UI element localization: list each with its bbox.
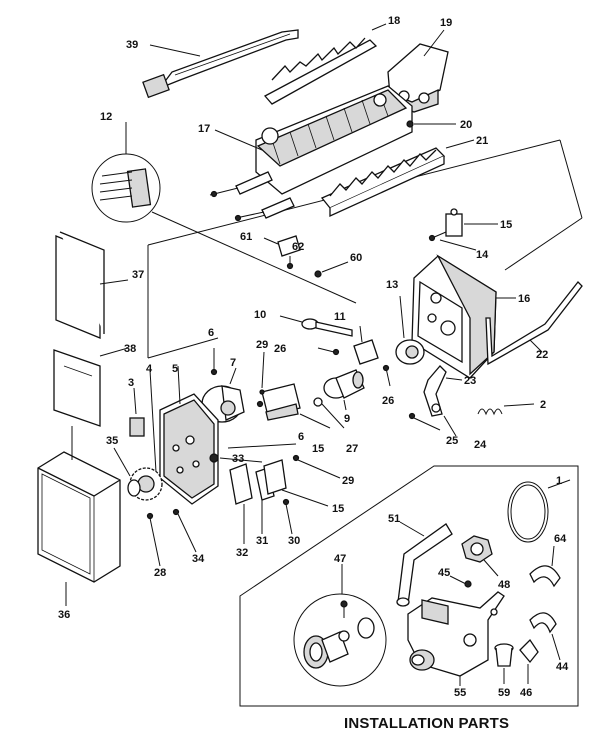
part-5-plate <box>159 365 219 505</box>
label-part-45: 45 <box>438 567 450 579</box>
label-part-5: 5 <box>172 363 178 375</box>
part-23-24-lever <box>408 365 463 437</box>
label-part-62: 62 <box>292 241 304 253</box>
part-64-clamp <box>529 545 561 588</box>
label-part-17: 17 <box>198 123 210 135</box>
label-part-61: 61 <box>240 231 252 243</box>
part-37-manual <box>55 231 129 339</box>
label-part-22: 22 <box>536 349 548 361</box>
label-part-10: 10 <box>254 309 266 321</box>
part-48-nut <box>461 535 499 577</box>
part-55-valve <box>407 591 505 686</box>
part-7-motor-gear <box>201 348 245 423</box>
part-61-bracket <box>263 235 301 270</box>
label-part-21: 21 <box>476 135 488 147</box>
part-2-spring <box>477 403 535 416</box>
label-part-6-top: 6 <box>208 327 214 339</box>
label-part-16: 16 <box>518 293 530 305</box>
label-part-44: 44 <box>556 661 569 673</box>
label-part-14: 14 <box>476 249 489 261</box>
part-3-4-insulator <box>129 369 157 473</box>
label-part-48: 48 <box>498 579 510 591</box>
label-part-55: 55 <box>454 687 466 699</box>
part-26-screws <box>317 347 391 387</box>
part-47-valve-inset <box>293 564 387 687</box>
part-20-screw <box>406 120 456 128</box>
part-60-screw <box>314 261 349 278</box>
part-12-connector <box>91 122 161 223</box>
label-part-2: 2 <box>540 399 546 411</box>
part-9-cam <box>323 369 365 411</box>
label-part-12: 12 <box>100 111 112 123</box>
label-part-59: 59 <box>498 687 510 699</box>
installation-parts-frame <box>239 465 579 707</box>
part-46-clamp <box>519 638 539 684</box>
part-18-ejector <box>263 23 387 105</box>
label-part-20: 20 <box>460 119 472 131</box>
label-part-34: 34 <box>192 553 205 565</box>
label-part-38: 38 <box>124 343 136 355</box>
label-part-11: 11 <box>334 311 346 323</box>
label-part-3: 3 <box>128 377 134 389</box>
label-part-32: 32 <box>236 547 248 559</box>
label-part-24: 24 <box>474 439 487 451</box>
label-part-18: 18 <box>388 15 400 27</box>
part-45-screw <box>449 575 472 588</box>
part-number-labels: 18 19 39 12 20 17 21 15 61 62 14 60 37 1… <box>58 15 569 699</box>
part-19-cover <box>387 29 449 113</box>
part-10-11-levers <box>279 315 379 365</box>
label-part-15-mid: 15 <box>312 443 324 455</box>
part-59-fitting <box>494 643 514 684</box>
label-part-29-top: 29 <box>256 339 268 351</box>
label-part-35: 35 <box>106 435 118 447</box>
label-part-26-left: 26 <box>274 343 286 355</box>
label-part-7: 7 <box>230 357 236 369</box>
label-part-29-bottom: 29 <box>342 475 354 487</box>
label-part-33: 33 <box>232 453 244 465</box>
label-part-46: 46 <box>520 687 532 699</box>
label-part-23: 23 <box>464 375 476 387</box>
label-part-13: 13 <box>386 279 398 291</box>
label-part-30: 30 <box>288 535 300 547</box>
part-13-motor <box>395 295 425 365</box>
label-part-39: 39 <box>126 39 138 51</box>
label-part-64: 64 <box>554 533 567 545</box>
label-part-25: 25 <box>446 435 458 447</box>
installation-parts-caption: INSTALLATION PARTS <box>344 715 509 732</box>
label-part-6-mid: 6 <box>298 431 304 443</box>
part-38-sheet <box>53 347 129 427</box>
label-part-15-top: 15 <box>500 219 512 231</box>
part-16-housing <box>411 254 516 379</box>
part-51-hose <box>396 521 453 607</box>
part-22-arm <box>485 281 583 366</box>
label-part-36: 36 <box>58 609 70 621</box>
part-1-tubing <box>507 479 571 543</box>
assembly-outline-lines <box>147 139 583 359</box>
label-part-37: 37 <box>132 269 144 281</box>
part-39-harness <box>142 29 299 99</box>
label-part-1: 1 <box>556 475 562 487</box>
part-21-stripper <box>320 139 475 218</box>
part-27-switch <box>256 351 345 429</box>
part-44-clamp <box>529 612 561 661</box>
label-part-47: 47 <box>334 553 346 565</box>
label-part-9: 9 <box>344 413 350 425</box>
label-part-31: 31 <box>256 535 268 547</box>
label-part-15-bottom: 15 <box>332 503 344 515</box>
label-part-28: 28 <box>154 567 166 579</box>
label-part-27: 27 <box>346 443 358 455</box>
label-part-19: 19 <box>440 17 452 29</box>
label-part-4: 4 <box>146 363 153 375</box>
part-17-mold <box>209 85 413 222</box>
part-28-34-screws <box>146 508 197 567</box>
part-36-box <box>37 426 121 606</box>
label-part-51: 51 <box>388 513 400 525</box>
label-part-60: 60 <box>350 252 362 264</box>
label-part-26-right: 26 <box>382 395 394 407</box>
part-33-8-switches <box>219 443 341 544</box>
part-15-switch-top <box>428 208 498 251</box>
part-35-gear <box>113 447 163 501</box>
